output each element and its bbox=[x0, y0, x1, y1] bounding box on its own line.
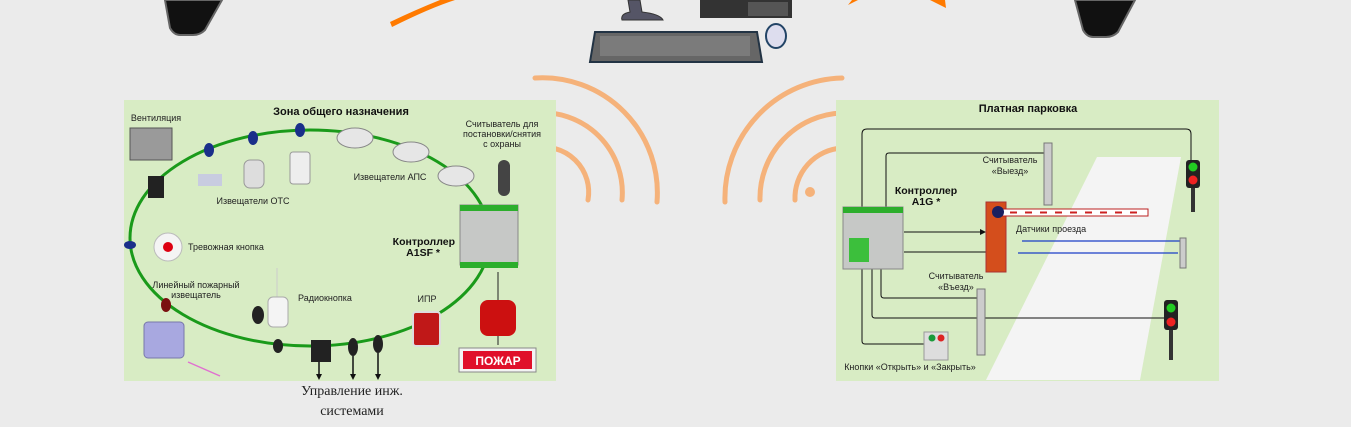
phone-right-icon bbox=[1073, 0, 1137, 38]
controller-a1sf-line2: A1SF * bbox=[406, 247, 441, 259]
caption-line1: Управление инж. bbox=[301, 384, 403, 399]
open-close-buttons-icon bbox=[923, 331, 949, 361]
linear-detector-icon bbox=[143, 298, 221, 377]
controller-a1g-icon bbox=[842, 206, 904, 270]
controller-a1sf-line1: Контроллер bbox=[393, 236, 455, 248]
siren-icon bbox=[480, 300, 516, 336]
traffic-light-entry-icon bbox=[1164, 300, 1178, 360]
fire-sign: ПОЖАР bbox=[458, 347, 537, 373]
ipr-label: ИПР bbox=[418, 294, 437, 304]
reader-exit-line1: Считыватель bbox=[983, 155, 1038, 165]
reader-exit-line2: «Выезд» bbox=[992, 166, 1028, 176]
reader-arm-line3: с охраны bbox=[483, 139, 521, 149]
wifi-signal-right-icon bbox=[722, 75, 845, 205]
ots-label: Извещатели ОТС bbox=[217, 196, 290, 206]
controller-a1sf-icon bbox=[459, 204, 519, 268]
aps-detectors-icon bbox=[336, 127, 475, 187]
pass-sensors-label: Датчики проезда bbox=[1016, 224, 1086, 234]
reader-entry-line1: Считыватель bbox=[929, 271, 984, 281]
orange-signal-left bbox=[390, 0, 455, 27]
panic-button-core bbox=[163, 242, 173, 252]
linear-detector-line2: извещатель bbox=[171, 290, 221, 300]
controller-a1g-line2: A1G * bbox=[912, 196, 942, 208]
panic-button-label: Тревожная кнопка bbox=[188, 242, 264, 252]
orange-signal-right bbox=[848, 0, 946, 8]
ipr-icon bbox=[412, 311, 441, 347]
zone-general-panel: Зона общего назначения Вентиляция Извеща… bbox=[124, 100, 556, 381]
barrier-icon bbox=[985, 201, 1149, 273]
wiring bbox=[861, 128, 1192, 345]
reader-entry-icon bbox=[976, 288, 986, 356]
pass-sensor-icon bbox=[1179, 237, 1187, 269]
zone-title: Зона общего назначения bbox=[273, 106, 409, 118]
pass-sensor-beams bbox=[1018, 240, 1183, 254]
output-relays-icon bbox=[311, 335, 383, 380]
buttons-label: Кнопки «Открыть» и «Закрыть» bbox=[844, 362, 976, 372]
reader-exit-icon bbox=[1043, 142, 1053, 206]
ots-detectors-icon bbox=[198, 123, 311, 189]
loop-module-icon bbox=[124, 241, 136, 249]
fire-sign-text: ПОЖАР bbox=[475, 354, 520, 368]
reader-arm-line1: Считыватель для bbox=[466, 119, 539, 129]
ventilation-icon bbox=[129, 127, 173, 198]
caption-line2: системами bbox=[320, 404, 384, 419]
computer-icon bbox=[588, 0, 792, 63]
ventilation-label: Вентиляция bbox=[131, 113, 181, 123]
linear-detector-line1: Линейный пожарный bbox=[152, 280, 239, 290]
radio-button-label: Радиокнопка bbox=[298, 293, 352, 303]
reader-arm-line2: постановки/снятия bbox=[463, 129, 541, 139]
parking-panel: Платная парковка Контроллер A1G * Считыв… bbox=[836, 100, 1219, 381]
parking-title: Платная парковка bbox=[979, 103, 1078, 115]
traffic-light-exit-icon bbox=[1186, 160, 1200, 212]
radio-button-icon bbox=[252, 268, 289, 353]
reader-icon bbox=[498, 160, 510, 196]
phone-left-icon bbox=[163, 0, 224, 36]
controller-a1g-line1: Контроллер bbox=[895, 185, 957, 197]
reader-entry-line2: «Въезд» bbox=[938, 282, 974, 292]
aps-label: Извещатели АПС bbox=[354, 172, 427, 182]
